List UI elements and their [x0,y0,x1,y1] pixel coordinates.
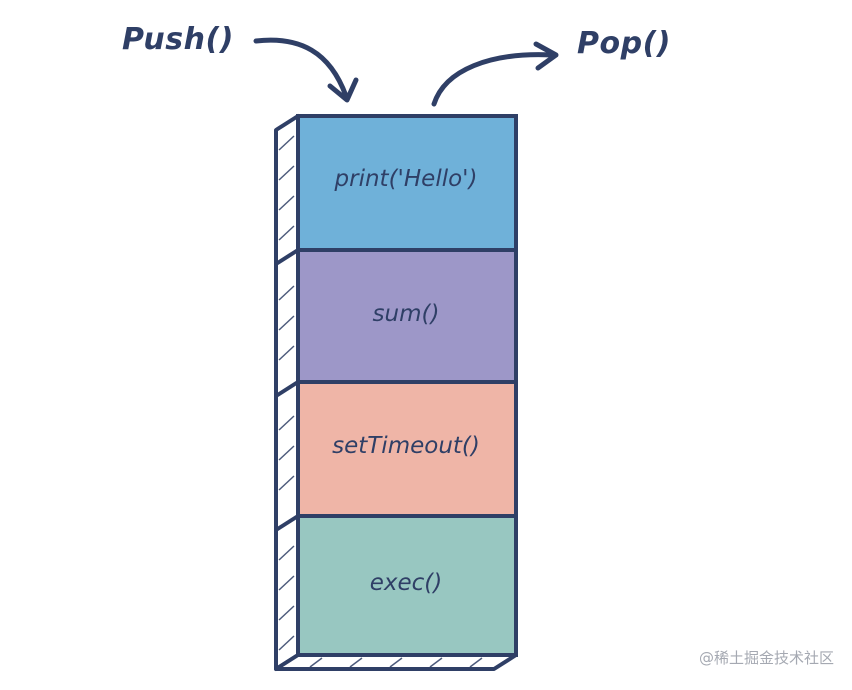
frame-settimeout [296,380,518,518]
frame-print-hello [296,114,518,252]
push-arrow [253,37,359,103]
watermark: @稀土掘金技术社区 [698,649,834,667]
push-label: Push() [122,22,234,57]
frame-label-sum: sum() [372,301,440,327]
frame-exec [296,514,518,657]
pop-arrow [431,41,559,107]
frame-label-print-hello: print('Hello') [334,166,478,192]
frame-sum [296,248,518,384]
frame-label-settimeout: setTimeout() [332,433,480,459]
pop-label: Pop() [577,26,671,61]
frame-label-exec: exec() [369,570,443,596]
